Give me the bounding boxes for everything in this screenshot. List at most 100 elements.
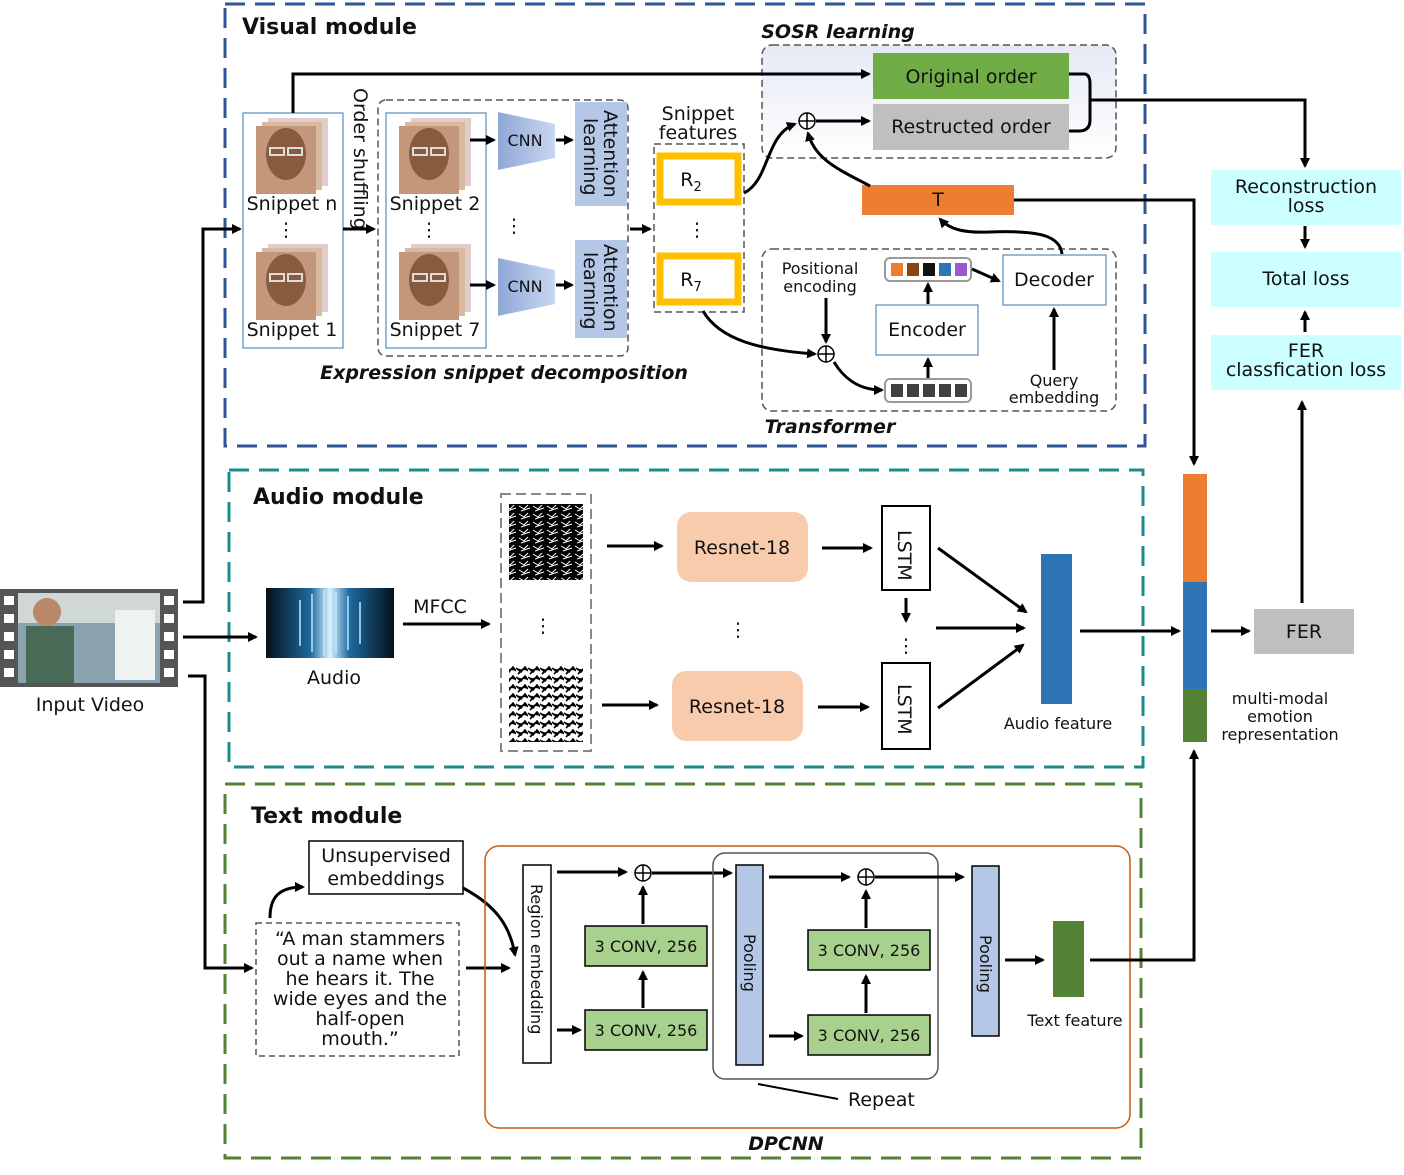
input-video-label: Input Video — [36, 694, 144, 716]
encoded-token-row — [884, 257, 972, 282]
text-feature-label: Text feature — [1026, 1011, 1122, 1030]
text-feature-bar — [1053, 921, 1084, 997]
total-loss-box — [1211, 252, 1401, 307]
mm-l1: multi-modal — [1232, 689, 1328, 708]
mfcc-image-top — [509, 504, 583, 580]
feature-dots: ⋮ — [688, 219, 707, 241]
fused-audio-segment — [1183, 582, 1207, 689]
feature-r7-label: R7 — [680, 269, 701, 295]
audio-feature-bar — [1041, 554, 1072, 704]
cnn-dots: ⋮ — [505, 215, 524, 237]
attention-top-l1: Attention — [599, 110, 621, 198]
text-module-frame — [223, 782, 1143, 1160]
reconstruction-loss-l1: Reconstruction — [1235, 176, 1377, 198]
total-loss-label: Total loss — [1261, 268, 1349, 290]
repeat-frame — [712, 852, 939, 1080]
encoder-label: Encoder — [888, 319, 966, 341]
fer-loss-box — [1211, 335, 1401, 390]
encoder-box — [875, 304, 979, 356]
resnet-box-bottom — [672, 671, 803, 741]
cnn-label-top: CNN — [507, 131, 542, 150]
positional-encoding-l2: encoding — [783, 277, 856, 296]
reconstruction-loss-box — [1211, 170, 1401, 225]
conv-box-2a — [807, 929, 931, 971]
lstm-dots: ⋮ — [897, 635, 916, 657]
audio-module-frame — [227, 468, 1145, 769]
pooling-box-2 — [971, 865, 1000, 1037]
dpcnn-frame — [484, 845, 1131, 1129]
reconstruction-loss-l2: loss — [1288, 195, 1325, 217]
esd-frame — [377, 99, 629, 357]
conv-box-1b — [584, 1009, 708, 1051]
lstm-box-top — [881, 505, 931, 591]
snippet-features-frame — [653, 143, 745, 313]
conv-label-1a: 3 CONV, 256 — [595, 937, 698, 956]
conv-label-2b: 3 CONV, 256 — [818, 1026, 921, 1045]
conv-box-1a — [584, 925, 708, 967]
feature-r7 — [656, 252, 742, 306]
snippet-1-label: Snippet 1 — [247, 319, 338, 341]
dpcnn-add-icon-1 — [634, 864, 652, 882]
region-embedding-box — [522, 864, 552, 1064]
fused-text-segment — [1183, 689, 1207, 742]
snippet-dots-2: ⋮ — [420, 219, 439, 241]
region-embedding-label: Region embedding — [527, 884, 546, 1034]
restructed-order-box — [873, 104, 1069, 150]
transformer-frame — [761, 248, 1117, 412]
audio-label: Audio — [307, 667, 361, 689]
esd-caption: Expression snippet decomposition — [320, 362, 688, 384]
pooling-label-2: Pooling — [976, 935, 995, 993]
quote-line-1: “A man stammers — [275, 928, 445, 950]
mfcc-dots: ⋮ — [534, 615, 553, 637]
sosr-add-icon — [798, 112, 816, 130]
restructed-order-label: Restructed order — [891, 116, 1051, 138]
cnn-label-bottom: CNN — [507, 277, 542, 296]
fer-loss-l2: classfication loss — [1226, 359, 1386, 381]
repeat-label: Repeat — [848, 1089, 915, 1111]
resnet-dots: ⋮ — [729, 619, 748, 641]
unsupervised-embeddings-box — [308, 840, 464, 895]
lstm-label-bottom: LSTM — [893, 684, 915, 735]
attention-block-top — [575, 102, 627, 206]
mm-l3: representation — [1221, 725, 1338, 744]
unsup-l2: embeddings — [327, 868, 444, 890]
visual-module-title: Visual module — [242, 15, 417, 40]
resnet-label-bottom: Resnet-18 — [689, 696, 785, 718]
dpcnn-add-icon-2 — [857, 868, 875, 886]
input-video — [0, 589, 178, 687]
input-token-row — [884, 378, 972, 403]
original-order-box — [873, 53, 1069, 99]
transformer-caption: Transformer — [765, 416, 897, 438]
text-module-title: Text module — [251, 804, 402, 829]
snippet-n-label: Snippet n — [247, 193, 338, 215]
t-token-label: T — [931, 189, 944, 211]
pooling-label-1: Pooling — [740, 934, 759, 992]
visual-module-frame — [223, 2, 1147, 448]
face-snippet-n — [256, 118, 328, 194]
conv-box-2b — [807, 1014, 931, 1056]
transformer-add-icon — [817, 345, 835, 363]
lstm-label-top: LSTM — [893, 530, 915, 581]
conv-label-1b: 3 CONV, 256 — [595, 1021, 698, 1040]
t-token-bar — [862, 185, 1014, 215]
snippet-2-label: Snippet 2 — [390, 193, 481, 215]
feature-r2 — [656, 152, 742, 206]
query-embedding-l1: Query — [1030, 371, 1079, 390]
pooling-box-1 — [735, 864, 764, 1066]
original-order-label: Original order — [905, 66, 1036, 88]
resnet-label-top: Resnet-18 — [694, 537, 790, 559]
audio-feature-label: Audio feature — [1004, 714, 1112, 733]
attention-top-l2: learning — [579, 118, 601, 196]
lstm-box-bottom — [881, 662, 931, 750]
mfcc-image-bottom — [509, 666, 583, 742]
quote-line-2: out a name when — [277, 948, 443, 970]
quote-line-6: mouth.” — [321, 1028, 399, 1050]
fer-label: FER — [1286, 621, 1322, 643]
audio-waveform — [266, 588, 394, 658]
positional-encoding-l1: Positional — [782, 259, 859, 278]
attention-bottom-l2: learning — [579, 252, 601, 330]
face-snippet-1 — [256, 244, 328, 320]
unsup-l1: Unsupervised — [321, 845, 451, 867]
feature-r2-label: R2 — [680, 169, 701, 195]
cnn-block-top — [498, 112, 555, 170]
